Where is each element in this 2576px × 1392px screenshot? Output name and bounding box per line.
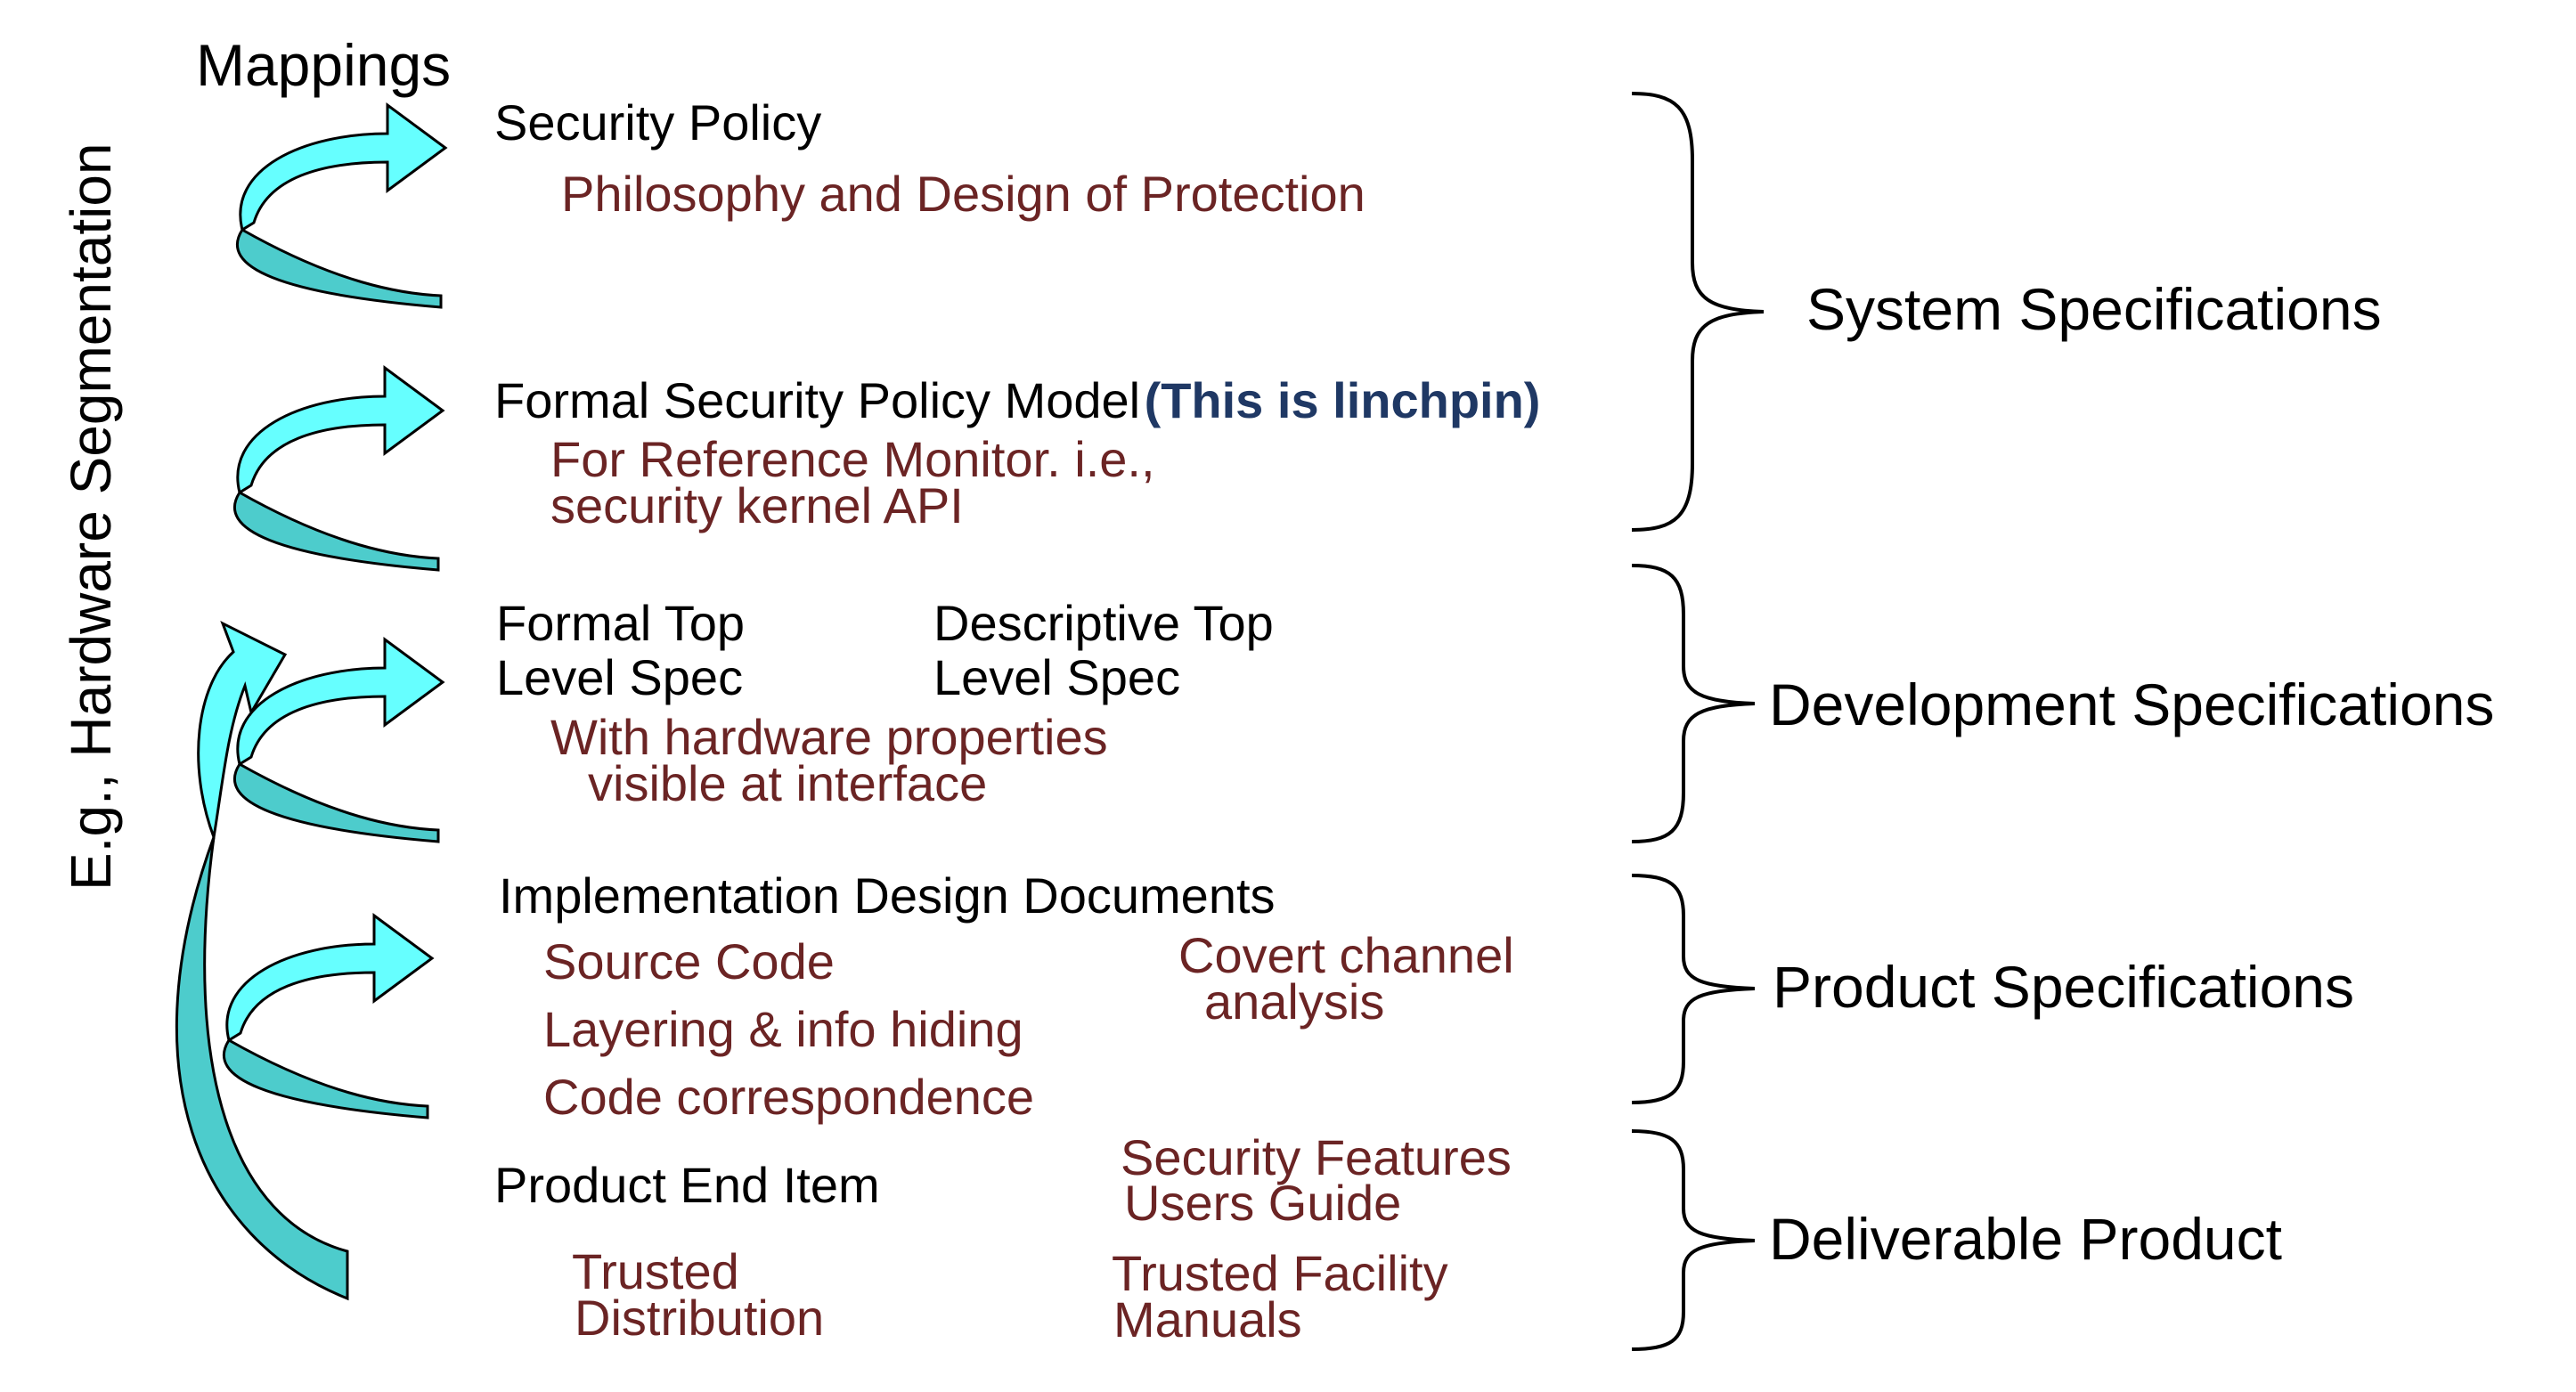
system-specifications-label: System Specifications xyxy=(1806,276,2382,342)
system-brace xyxy=(1631,92,1765,532)
covert-channel-1: Covert channel xyxy=(1178,927,1514,983)
formal-model-detail-2: security kernel API xyxy=(550,477,964,533)
vertical-label: E.g., Hardware Segmentation xyxy=(59,142,123,891)
covert-channel-2: analysis xyxy=(1204,973,1385,1030)
deliverable-product-label: Deliverable Product xyxy=(1769,1206,2282,1272)
hardware-properties-detail-1: With hardware properties xyxy=(550,709,1108,765)
trusted-distribution-1: Trusted xyxy=(572,1243,739,1299)
long-curved-arrow-icon xyxy=(175,620,349,1301)
descriptive-top-level-spec-2: Level Spec xyxy=(933,649,1181,705)
trusted-facility-1: Trusted Facility xyxy=(1112,1245,1448,1301)
trusted-distribution-2: Distribution xyxy=(575,1290,825,1346)
formal-model-title: Formal Security Policy Model xyxy=(494,372,1141,428)
formal-model-row: Formal Security Policy Model (This is li… xyxy=(494,376,1540,426)
curved-arrow-icon xyxy=(223,913,435,1119)
product-specifications-label: Product Specifications xyxy=(1773,954,2355,1020)
product-end-item-title: Product End Item xyxy=(494,1157,880,1213)
mappings-label: Mappings xyxy=(196,32,452,98)
trusted-facility-2: Manuals xyxy=(1113,1291,1302,1347)
security-features-1: Security Features xyxy=(1121,1129,1512,1185)
product-brace xyxy=(1631,874,1756,1104)
implementation-design-title: Implementation Design Documents xyxy=(499,867,1276,924)
formal-top-level-spec-2: Level Spec xyxy=(496,649,744,705)
linchpin-note: (This is linchpin) xyxy=(1144,372,1541,428)
curved-arrow-icon xyxy=(233,365,445,572)
deliverable-brace xyxy=(1631,1129,1756,1351)
security-policy-detail: Philosophy and Design of Protection xyxy=(561,166,1365,222)
formal-top-level-spec-1: Formal Top xyxy=(496,595,746,651)
hardware-properties-detail-2: visible at interface xyxy=(588,755,988,811)
development-specifications-label: Development Specifications xyxy=(1769,672,2495,737)
curved-arrow-icon xyxy=(236,102,448,309)
formal-model-detail-1: For Reference Monitor. i.e., xyxy=(550,431,1155,487)
descriptive-top-level-spec-1: Descriptive Top xyxy=(933,595,1274,651)
implementation-item: Source Code xyxy=(543,933,835,989)
implementation-item: Code correspondence xyxy=(543,1069,1035,1125)
security-features-2: Users Guide xyxy=(1124,1175,1402,1231)
implementation-item: Layering & info hiding xyxy=(543,1001,1023,1057)
security-policy-title: Security Policy xyxy=(494,94,822,151)
development-brace xyxy=(1631,564,1756,843)
